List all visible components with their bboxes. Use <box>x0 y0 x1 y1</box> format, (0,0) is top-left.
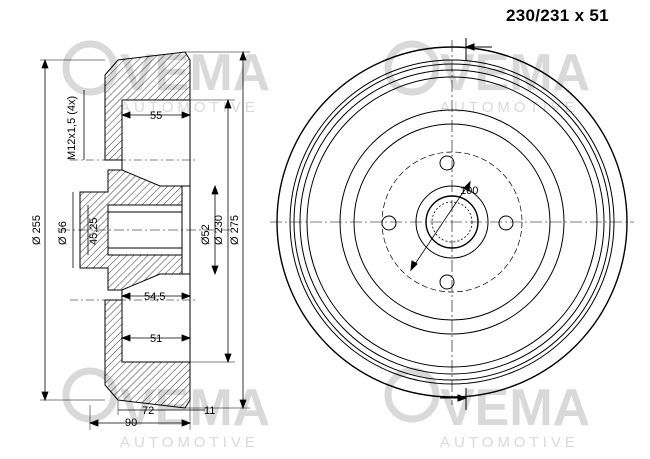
label-l72: 72 <box>142 405 154 417</box>
product-title: 230/231 x 51 <box>506 6 609 25</box>
stud-hole-top <box>439 155 455 171</box>
label-d255: Ø 255 <box>31 215 43 245</box>
watermark-sub: AUTOMOTIVE <box>120 434 259 451</box>
label-d56: Ø 56 <box>57 221 69 245</box>
watermark-sub: AUTOMOTIVE <box>440 434 579 451</box>
label-l90: 90 <box>125 417 137 429</box>
watermark-bottom-right: VEMA AUTOMOTIVE <box>384 367 590 451</box>
watermark-top-right: VEMA AUTOMOTIVE <box>384 40 590 116</box>
section-lower-wall <box>104 299 191 409</box>
section-view <box>60 51 230 409</box>
label-l55: 55 <box>150 110 162 122</box>
label-d230: Ø 230 <box>213 215 225 245</box>
section-dimensions <box>40 50 250 430</box>
label-m12-thread: M12x1,5 (4x) <box>66 96 78 160</box>
label-d45: 45,25 <box>88 217 100 245</box>
label-d52: Ø52 <box>200 224 212 245</box>
label-l545: 54,5 <box>144 291 165 303</box>
watermark-sub: AUTOMOTIVE <box>120 99 259 116</box>
label-l11: 11 <box>204 405 215 417</box>
label-l51: 51 <box>150 333 162 345</box>
watermark-brand: VEMA <box>440 379 590 437</box>
stud-hole-left <box>381 215 397 231</box>
label-pcd-100: 100 <box>460 185 478 197</box>
front-view <box>270 38 634 410</box>
stud-hole-right <box>498 215 514 231</box>
section-labels: M12x1,5 (4x) Ø 255 Ø 56 45,25 Ø52 Ø 230 … <box>31 96 241 429</box>
stud-hole-bottom <box>439 274 455 290</box>
label-d275: Ø 275 <box>229 215 241 245</box>
